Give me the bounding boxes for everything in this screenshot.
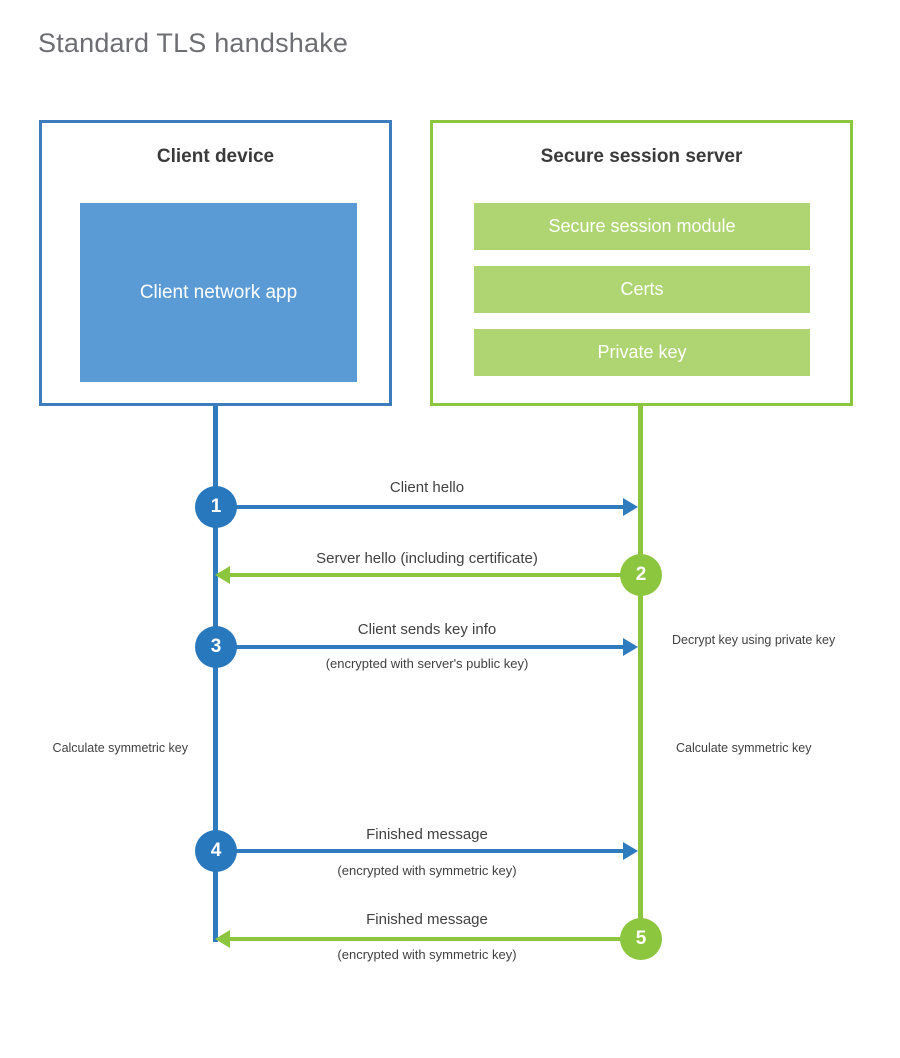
server-component-certs: Certs bbox=[474, 266, 810, 313]
server-lifeline bbox=[638, 406, 643, 939]
step-2-label: Server hello (including certificate) bbox=[316, 550, 538, 567]
step-5-sublabel: (encrypted with symmetric key) bbox=[337, 947, 517, 962]
note-server-calculate-symmetric-key: Calculate symmetric key bbox=[676, 741, 812, 755]
step-badge-2: 2 bbox=[620, 554, 662, 596]
step-4-arrow-head-icon bbox=[623, 842, 638, 860]
step-3-sublabel: (encrypted with server's public key) bbox=[325, 656, 529, 671]
step-5-arrow-head-icon bbox=[215, 930, 230, 948]
step-1-arrow-head-icon bbox=[623, 498, 638, 516]
step-badge-4: 4 bbox=[195, 830, 237, 872]
server-component-private-key: Private key bbox=[474, 329, 810, 376]
secure-session-server-box: Secure session server Secure session mod… bbox=[430, 120, 853, 406]
page-title: Standard TLS handshake bbox=[38, 28, 349, 58]
step-3-label: Client sends key info bbox=[357, 621, 497, 638]
step-3-arrow-head-icon bbox=[623, 638, 638, 656]
client-device-title: Client device bbox=[156, 146, 275, 167]
server-component-secure-session-module: Secure session module bbox=[474, 203, 810, 250]
step-4-sublabel: (encrypted with symmetric key) bbox=[337, 863, 517, 878]
step-2-arrow-head-icon bbox=[215, 566, 230, 584]
step-3-arrow-line bbox=[216, 645, 623, 649]
client-network-app-block: Client network app bbox=[80, 203, 357, 382]
step-2-arrow-line bbox=[230, 573, 641, 577]
client-device-box: Client device Client network app bbox=[39, 120, 392, 406]
step-1-arrow-line bbox=[216, 505, 623, 509]
secure-session-server-title: Secure session server bbox=[540, 146, 743, 167]
step-badge-3: 3 bbox=[195, 626, 237, 668]
step-badge-5: 5 bbox=[620, 918, 662, 960]
client-lifeline bbox=[213, 406, 218, 942]
step-5-label: Finished message bbox=[366, 911, 488, 928]
step-4-label: Finished message bbox=[366, 826, 488, 843]
note-decrypt-key: Decrypt key using private key bbox=[672, 633, 836, 647]
step-1-label: Client hello bbox=[389, 479, 465, 496]
step-4-arrow-line bbox=[216, 849, 623, 853]
step-badge-1: 1 bbox=[195, 486, 237, 528]
note-client-calculate-symmetric-key: Calculate symmetric key bbox=[52, 741, 188, 755]
step-5-arrow-line bbox=[230, 937, 641, 941]
